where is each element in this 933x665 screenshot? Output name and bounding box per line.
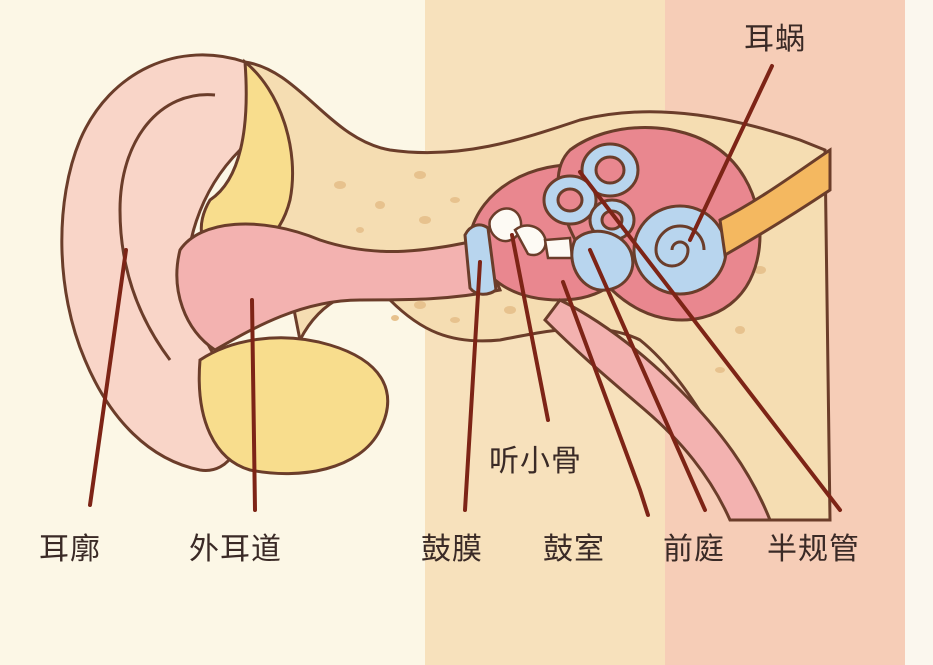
label-tympanic-cavity: 鼓室 xyxy=(543,532,605,567)
right-margin xyxy=(905,0,933,665)
auditory-nerve xyxy=(718,147,832,258)
label-vestibule: 前庭 xyxy=(663,532,725,567)
pointer-tympanic-cavity xyxy=(561,280,650,517)
ossicles-shape xyxy=(488,207,574,260)
pointer-auricle xyxy=(88,248,128,507)
label-ear-canal: 外耳道 xyxy=(189,532,282,567)
label-cochlea: 耳蜗 xyxy=(744,22,806,57)
pointer-eardrum xyxy=(463,260,482,512)
label-eardrum: 鼓膜 xyxy=(421,532,483,567)
bone-speckles xyxy=(334,171,766,373)
cartilage-lower xyxy=(197,336,390,476)
ear-canal-shape xyxy=(175,222,503,352)
pointer-ear-canal xyxy=(250,298,257,512)
label-semicircular-canals: 半规管 xyxy=(767,532,860,567)
label-auricle: 耳廓 xyxy=(39,532,101,567)
eustachian-tube xyxy=(543,298,773,522)
vestibule-shape xyxy=(570,229,635,292)
label-ossicles: 听小骨 xyxy=(489,444,582,479)
eardrum-shape xyxy=(463,223,498,296)
auricle-fold xyxy=(118,93,216,361)
pointer-ossicles xyxy=(510,233,550,422)
pointer-cochlea xyxy=(688,64,774,242)
pointer-vestibule xyxy=(588,248,707,512)
pointer-semicircular-canals xyxy=(578,170,842,512)
cochlea-shape xyxy=(632,204,728,296)
pointer-lines xyxy=(88,64,842,517)
